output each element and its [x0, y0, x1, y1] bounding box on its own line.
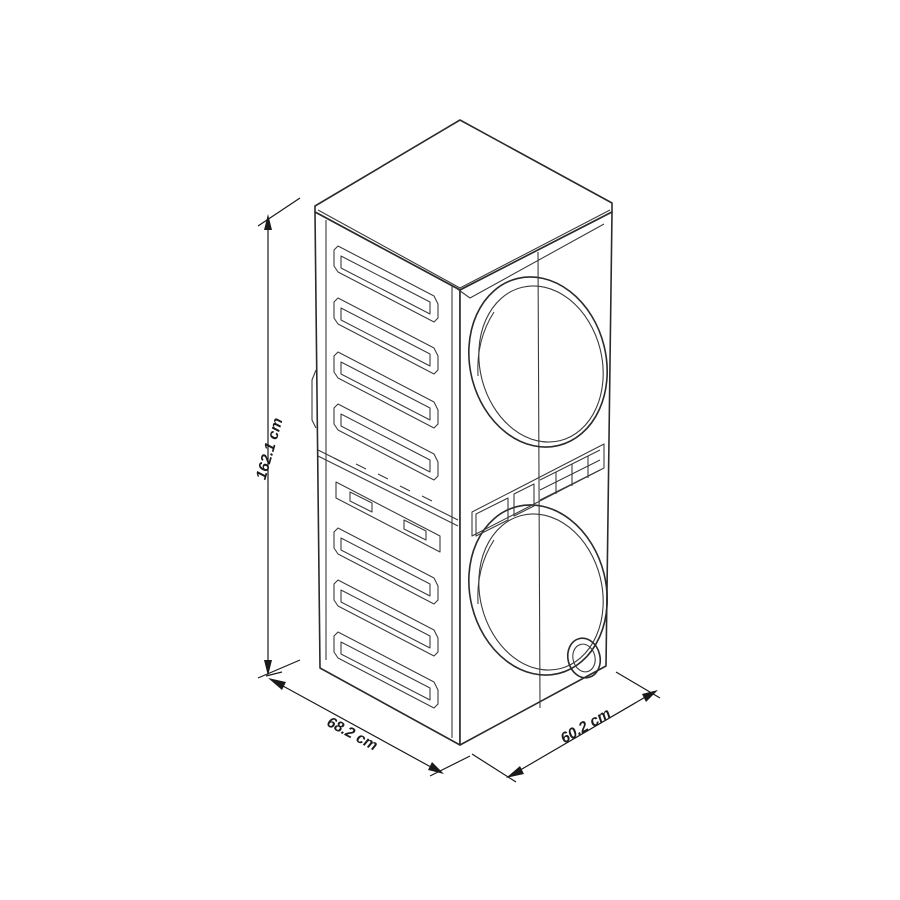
vent-slot — [333, 631, 439, 709]
upper-door-glass — [478, 285, 604, 443]
lower-door-outer-ring — [468, 504, 608, 676]
vent-slot — [333, 403, 439, 481]
width-label: 68.2 cm — [324, 714, 381, 755]
vent-slot — [333, 351, 439, 429]
vent-slot — [333, 245, 439, 323]
connector-panel — [335, 481, 441, 553]
upper-door-outer-ring — [468, 276, 608, 448]
control-panel — [471, 443, 605, 537]
control-panels — [471, 443, 605, 537]
vent-slot — [333, 527, 439, 605]
drain-filter-cap — [566, 637, 602, 679]
rear-fitting — [311, 369, 317, 429]
front-doors — [468, 276, 608, 679]
vent-slot — [333, 579, 439, 657]
vent-slot — [333, 297, 439, 375]
side-vent-panels — [333, 245, 441, 709]
height-dimension: 162.1 cm — [253, 197, 301, 679]
depth-label: 60.2 cm — [558, 705, 614, 747]
height-label: 162.1 cm — [253, 416, 287, 482]
lower-door-glass — [478, 513, 604, 671]
